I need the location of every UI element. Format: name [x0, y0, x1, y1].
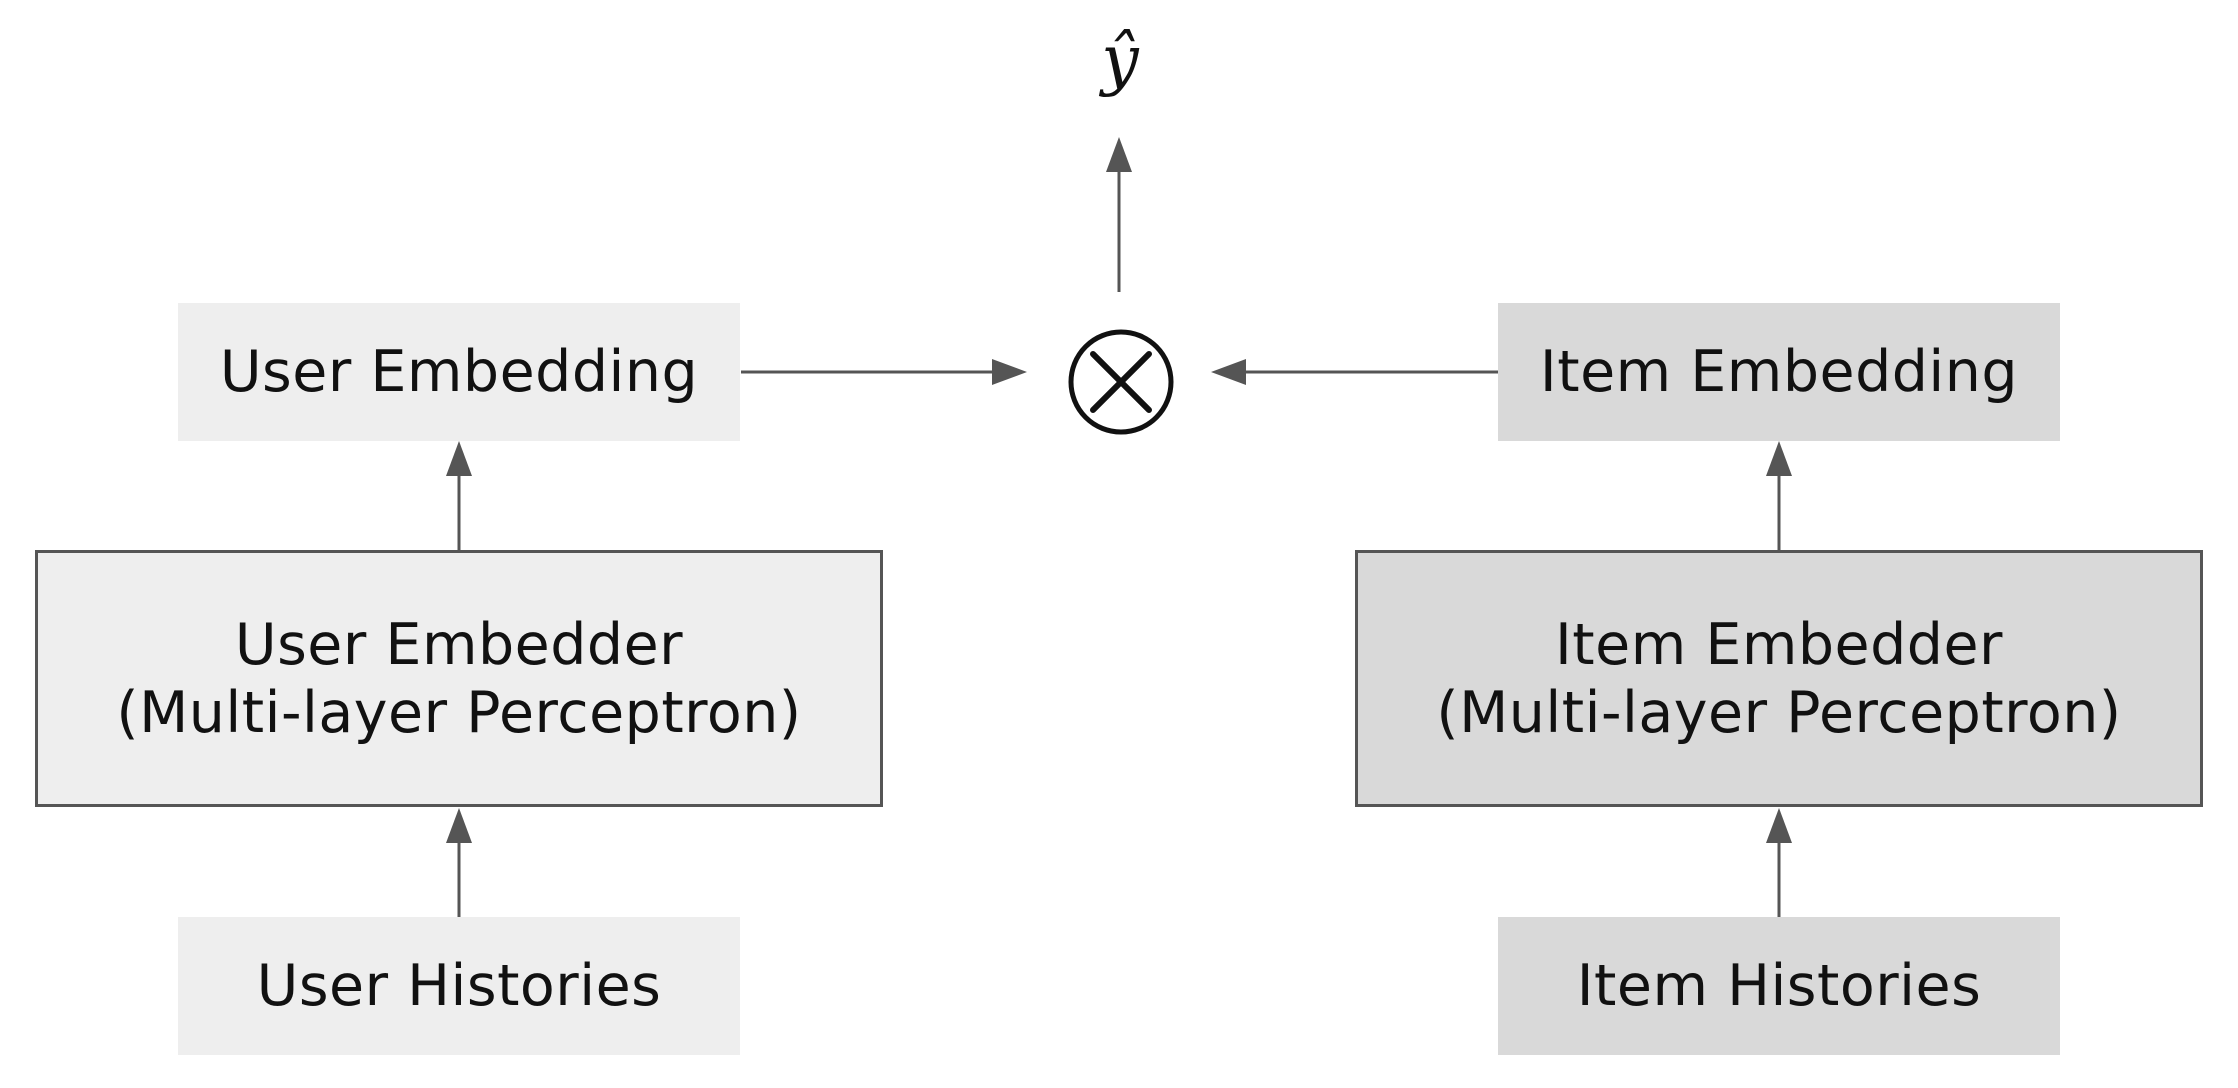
user-embedder-title: User Embedder: [234, 611, 684, 678]
item-embedder-text: Item Embedder (Multi-layer Perceptron): [1436, 611, 2121, 747]
arrow-user-histories-to-embedder: [446, 808, 472, 917]
item-embedder-subtitle: (Multi-layer Perceptron): [1436, 679, 2122, 746]
item-embedding-box: Item Embedding: [1498, 303, 2060, 441]
item-embedder-box: Item Embedder (Multi-layer Perceptron): [1355, 550, 2203, 807]
user-histories-box: User Histories: [178, 917, 740, 1055]
arrow-user-embedder-to-embedding: [446, 441, 472, 550]
user-embedding-box: User Embedding: [178, 303, 740, 441]
arrow-item-embedding-to-operator: [1211, 359, 1498, 385]
arrow-item-histories-to-embedder: [1766, 808, 1792, 917]
user-histories-label: User Histories: [256, 953, 662, 1019]
user-embedder-text: User Embedder (Multi-layer Perceptron): [116, 611, 801, 747]
user-embedder-subtitle: (Multi-layer Perceptron): [116, 679, 802, 746]
circled-times-icon: [1068, 329, 1174, 435]
arrow-user-embedding-to-operator: [741, 359, 1027, 385]
arrow-operator-to-output: [1106, 137, 1132, 292]
user-embedding-label: User Embedding: [219, 339, 699, 405]
item-histories-box: Item Histories: [1498, 917, 2060, 1055]
item-embedder-title: Item Embedder: [1554, 611, 2003, 678]
item-histories-label: Item Histories: [1576, 953, 1982, 1019]
user-embedder-box: User Embedder (Multi-layer Perceptron): [35, 550, 883, 807]
item-embedding-label: Item Embedding: [1539, 339, 2019, 405]
output-label: ŷ: [1101, 21, 1139, 98]
arrow-item-embedder-to-embedding: [1766, 441, 1792, 550]
